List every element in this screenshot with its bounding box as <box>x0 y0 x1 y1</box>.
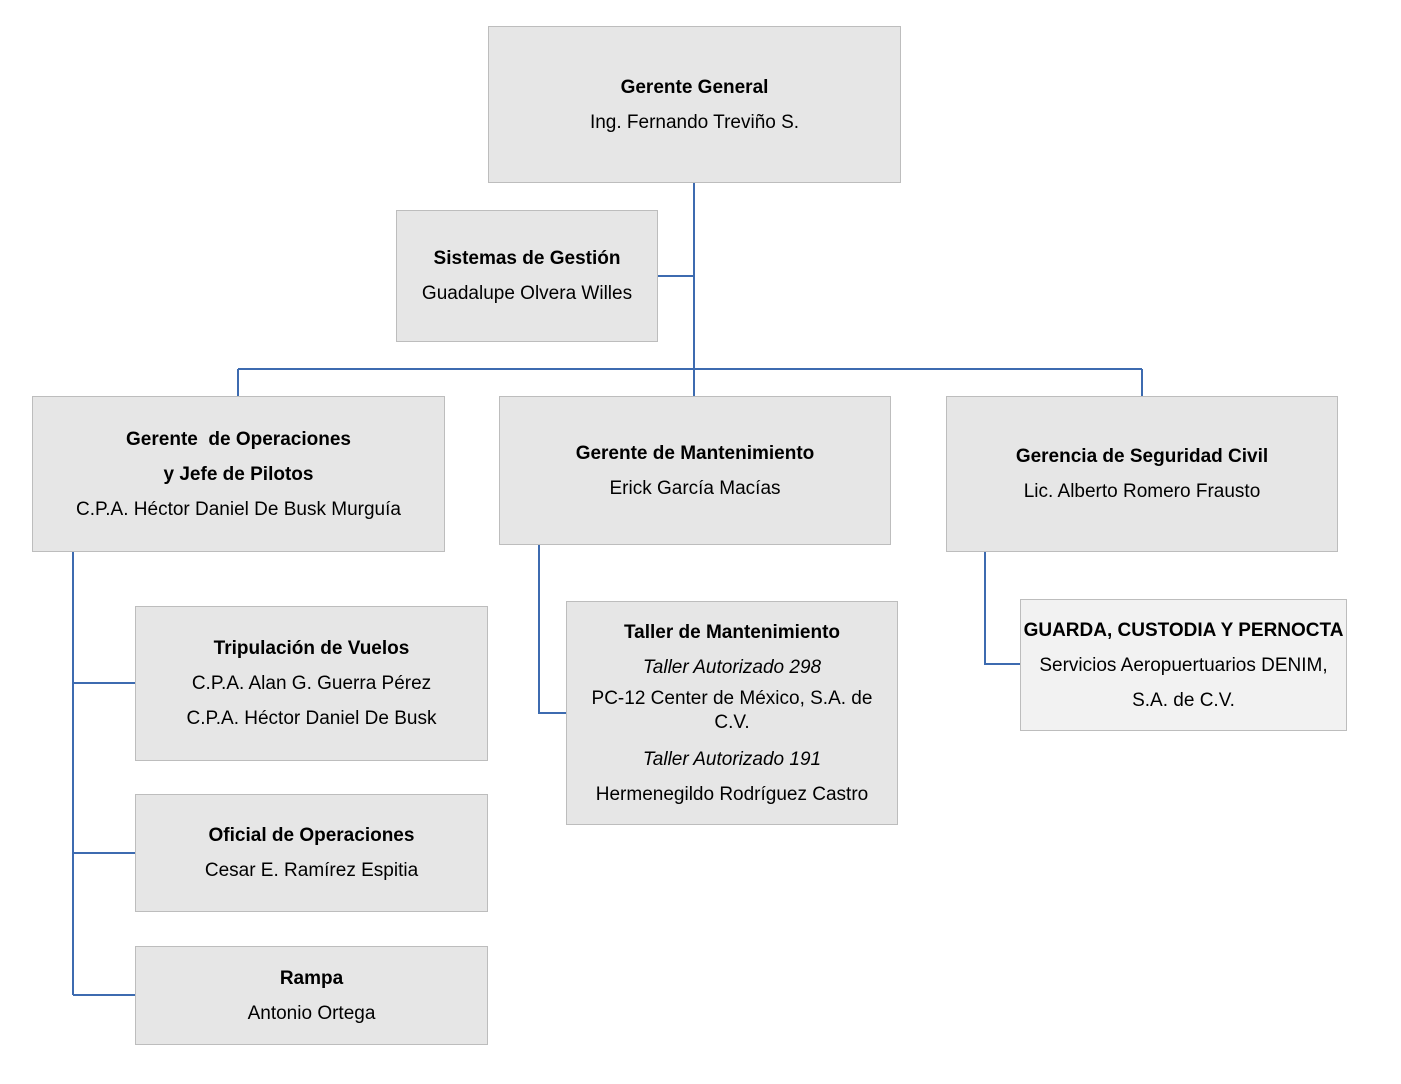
guarda-line-1: Servicios Aeropuertuarios DENIM, <box>1039 654 1328 676</box>
taller-company: PC-12 Center de México, S.A. de C.V. <box>591 687 873 733</box>
taller-mantenimiento-box: Taller de Mantenimiento Taller Autorizad… <box>566 601 898 825</box>
guarda-title: GUARDA, CUSTODIA Y PERNOCTA <box>1023 619 1344 641</box>
connector-guarda <box>984 551 1021 665</box>
taller-person: Hermenegildo Rodríguez Castro <box>595 783 869 805</box>
operaciones-title-1: Gerente de Operaciones <box>126 428 351 450</box>
sistemas-gestion-name: Guadalupe Olvera Willes <box>421 283 633 304</box>
tripulacion-title: Tripulación de Vuelos <box>213 638 410 659</box>
mantenimiento-box: Gerente de Mantenimiento Erick García Ma… <box>499 396 891 545</box>
oficial-operaciones-box: Oficial de Operaciones Cesar E. Ramírez … <box>135 794 488 912</box>
oficial-operaciones-title: Oficial de Operaciones <box>208 825 415 846</box>
gerente-general-title: Gerente General <box>620 76 769 98</box>
operaciones-title-2: y Jefe de Pilotos <box>163 463 314 485</box>
guarda-custodia-box: GUARDA, CUSTODIA Y PERNOCTA Servicios Ae… <box>1020 599 1347 731</box>
tripulacion-box: Tripulación de Vuelos C.P.A. Alan G. Gue… <box>135 606 488 761</box>
rampa-name: Antonio Ortega <box>247 1002 376 1024</box>
operaciones-name: C.P.A. Héctor Daniel De Busk Murguía <box>76 498 401 520</box>
rampa-box: Rampa Antonio Ortega <box>135 946 488 1045</box>
taller-autorizado-191: Taller Autorizado 191 <box>642 748 822 770</box>
connector-taller <box>538 544 567 714</box>
gerente-general-box: Gerente General Ing. Fernando Treviño S. <box>488 26 901 183</box>
oficial-operaciones-name: Cesar E. Ramírez Espitia <box>204 860 419 881</box>
mantenimiento-title: Gerente de Mantenimiento <box>575 442 815 464</box>
tripulacion-name-1: C.P.A. Alan G. Guerra Pérez <box>191 673 432 694</box>
seguridad-civil-name: Lic. Alberto Romero Frausto <box>1023 481 1261 502</box>
rampa-title: Rampa <box>279 967 344 989</box>
taller-title: Taller de Mantenimiento <box>623 621 841 643</box>
guarda-line-2: S.A. de C.V. <box>1132 689 1235 711</box>
mantenimiento-name: Erick García Macías <box>609 477 781 499</box>
gerente-general-name: Ing. Fernando Treviño S. <box>589 111 800 133</box>
seguridad-civil-box: Gerencia de Seguridad Civil Lic. Alberto… <box>946 396 1338 552</box>
tripulacion-name-2: C.P.A. Héctor Daniel De Busk <box>186 708 437 729</box>
sistemas-gestion-box: Sistemas de Gestión Guadalupe Olvera Wil… <box>396 210 658 342</box>
seguridad-civil-title: Gerencia de Seguridad Civil <box>1015 446 1269 467</box>
sistemas-gestion-title: Sistemas de Gestión <box>433 248 621 269</box>
operaciones-box: Gerente de Operaciones y Jefe de Pilotos… <box>32 396 445 552</box>
taller-autorizado-298: Taller Autorizado 298 <box>642 656 822 678</box>
